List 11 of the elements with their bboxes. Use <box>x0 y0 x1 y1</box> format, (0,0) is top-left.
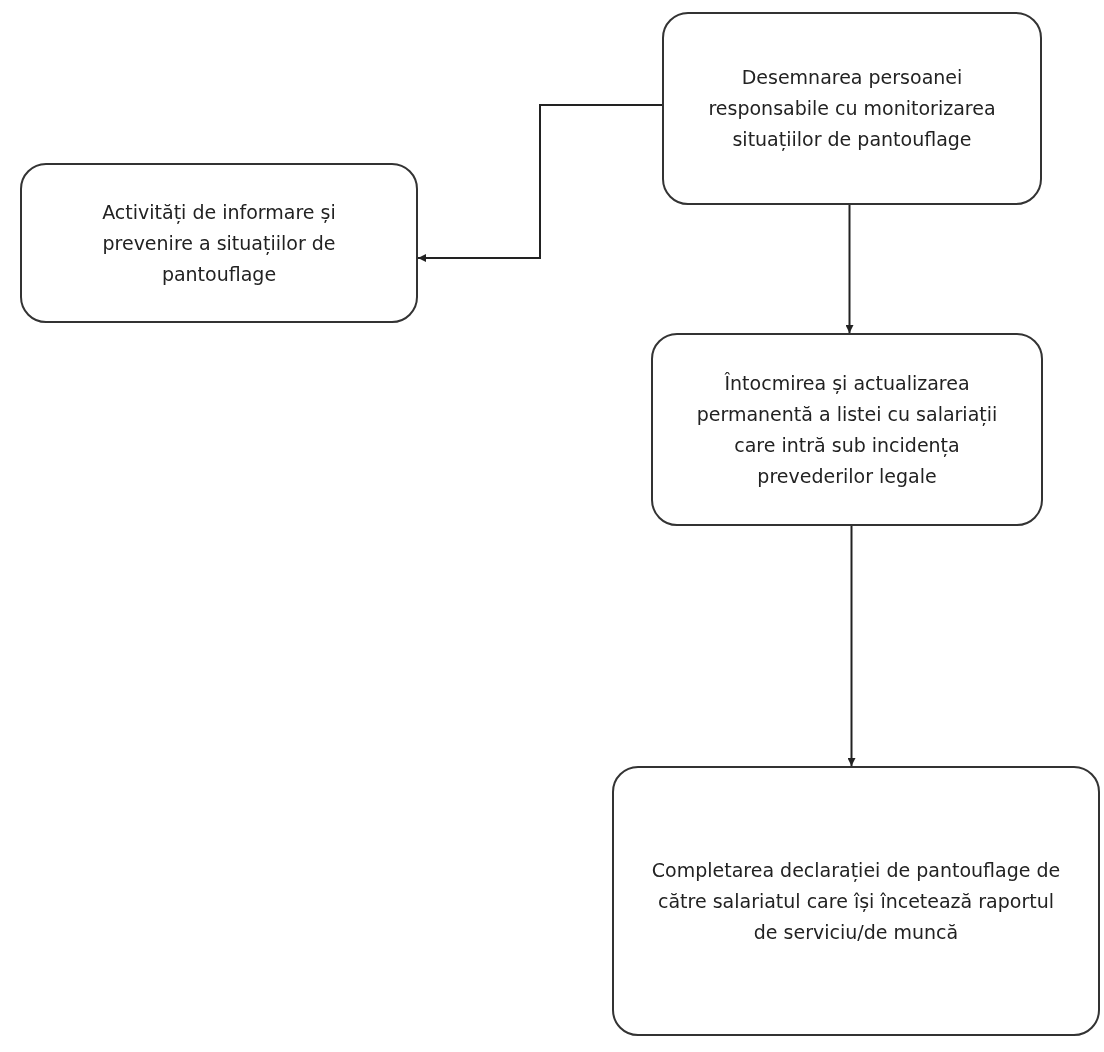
arrow <box>845 204 854 334</box>
process-box <box>20 163 418 323</box>
process-box <box>612 766 1100 1036</box>
arrow <box>847 525 856 767</box>
process-box <box>651 333 1043 526</box>
box-text: Întocmirea și actualizarea permanentă a listei cu salariații care intră sub incidența prevederilor legale <box>695 370 999 489</box>
box-text: Desemnarea persoanei responsabile cu monitorizarea situațiilor de pantouflage <box>707 65 997 153</box>
box-text: Activități de informare și prevenire a situațiilor de pantouflage <box>101 199 337 287</box>
box-text: Completarea declarației de pantouflage de către salariatul care își încetează raportul de serviciu/de muncă <box>650 857 1062 945</box>
arrow <box>417 104 663 262</box>
process-box <box>662 12 1042 205</box>
